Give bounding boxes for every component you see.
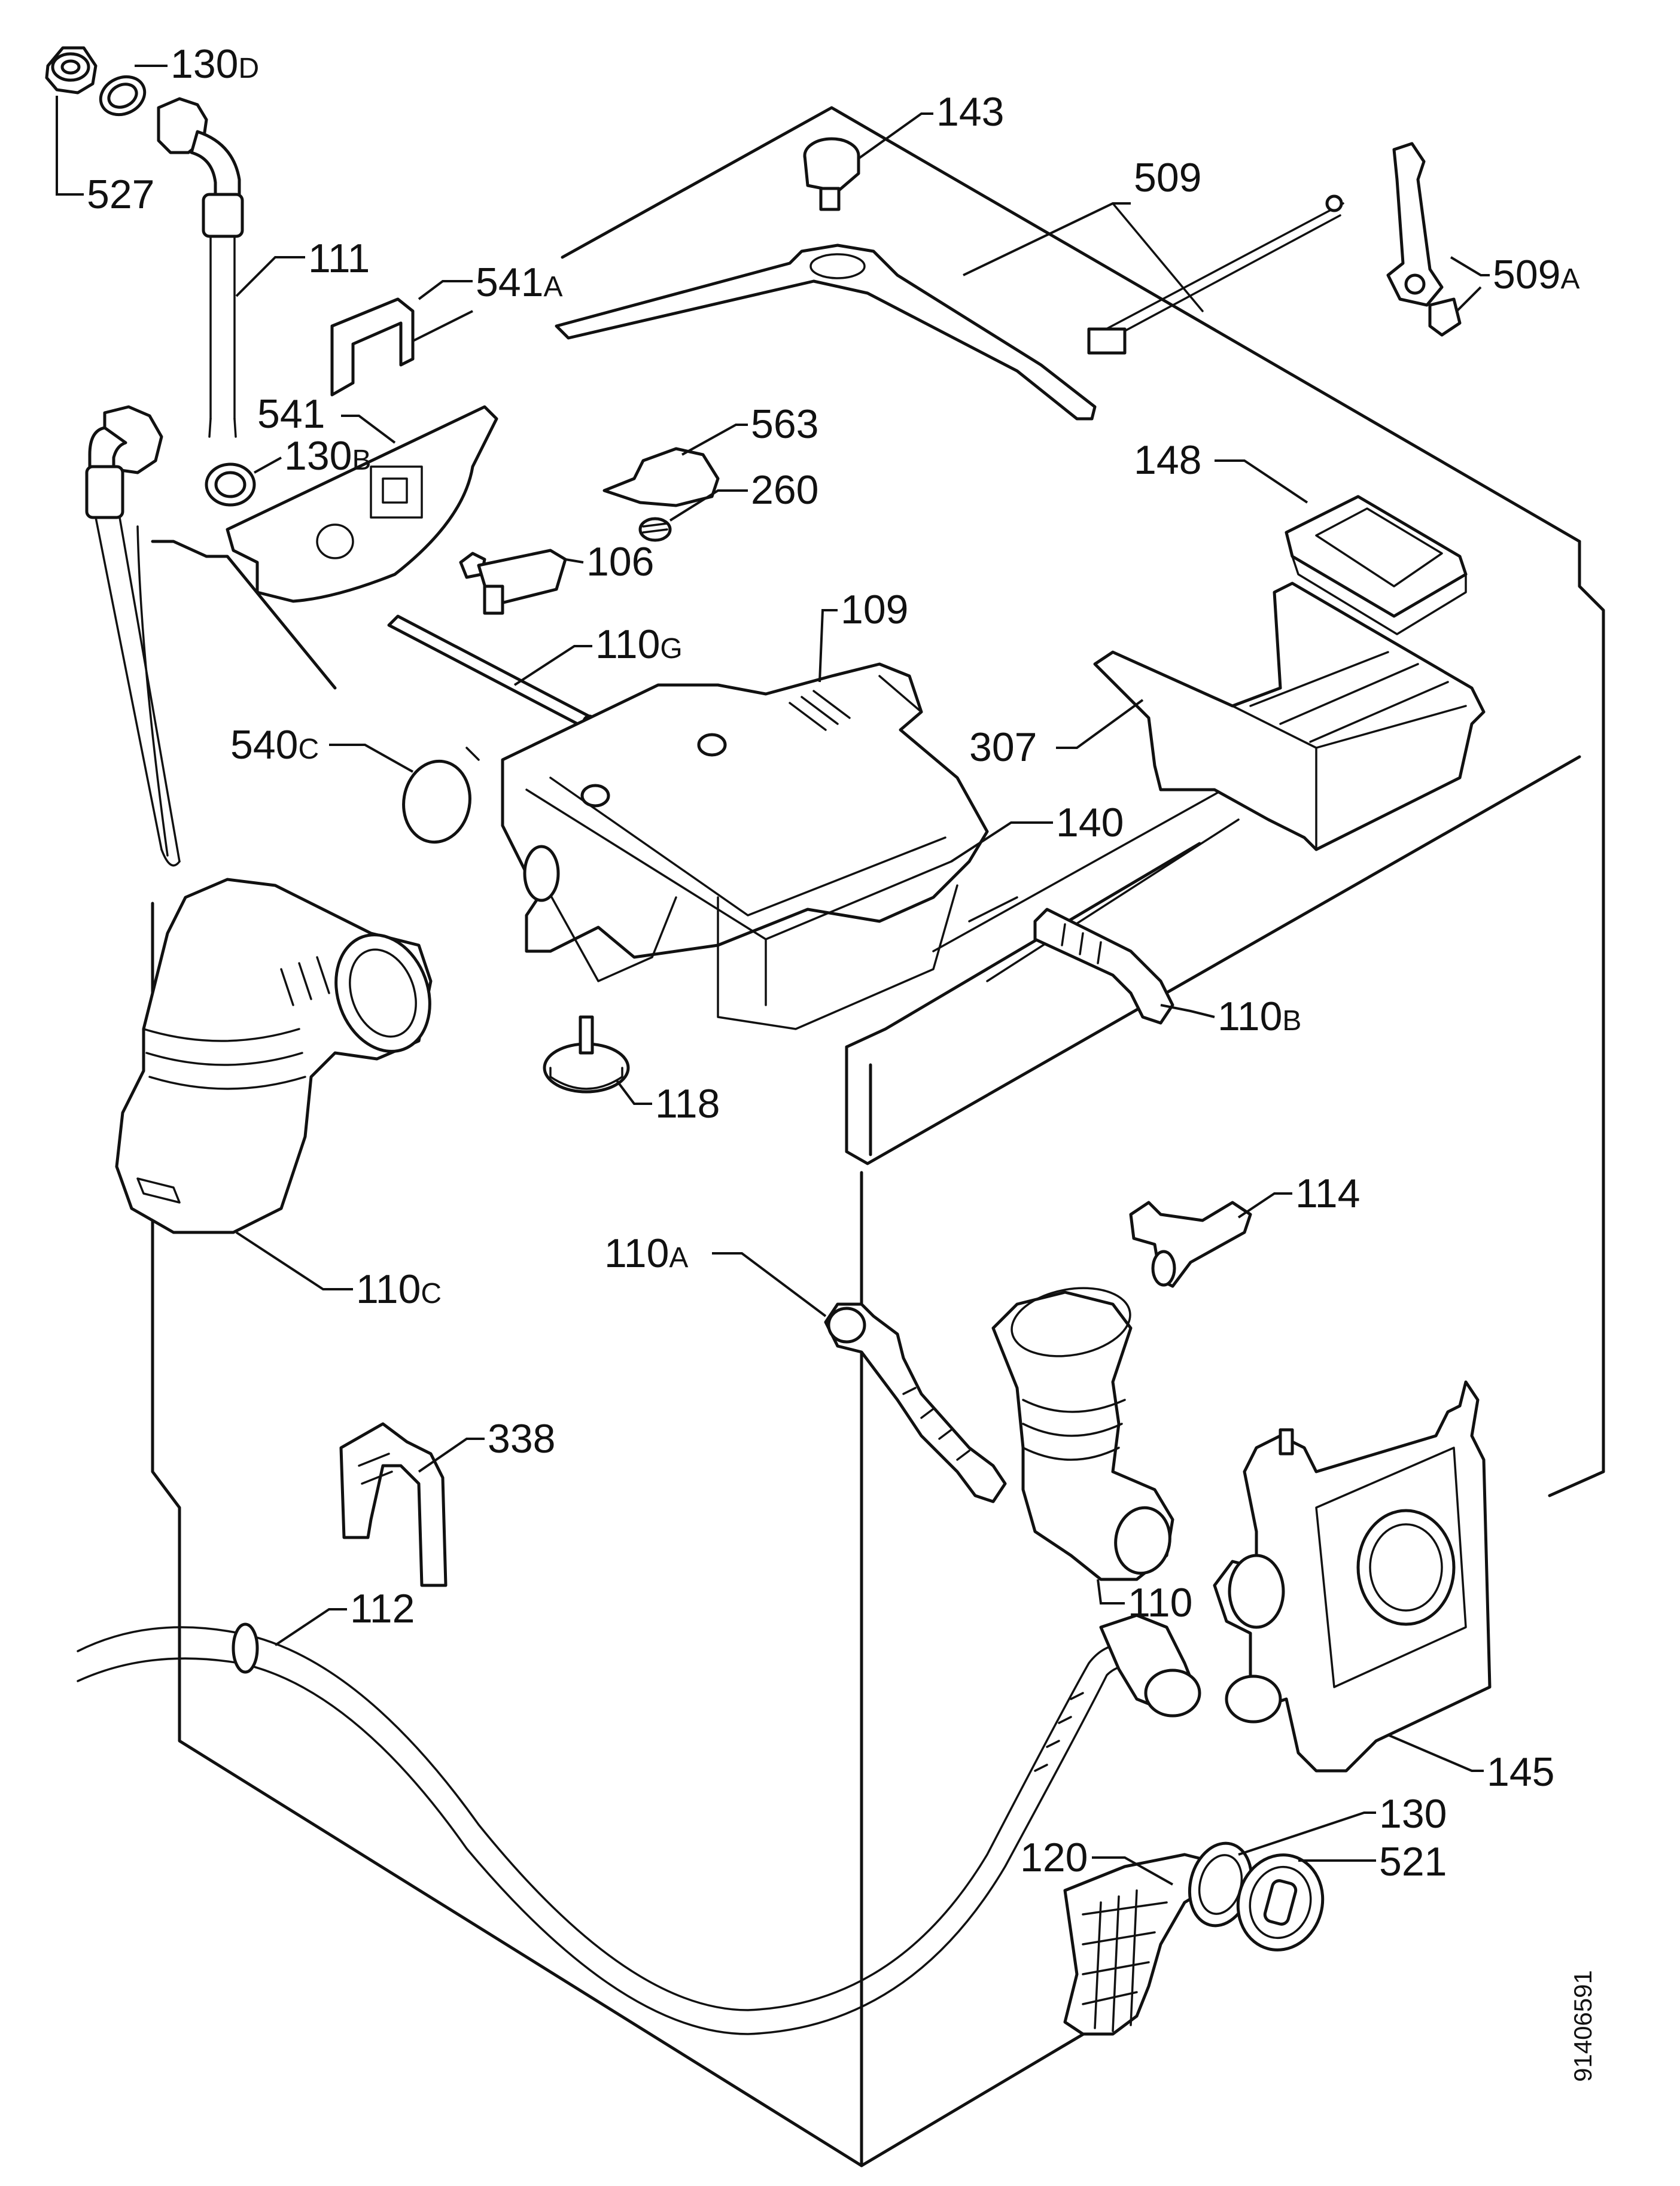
part-563-cover <box>602 447 720 507</box>
label-338: 338 <box>488 1416 555 1462</box>
label-111: 111 <box>308 236 370 281</box>
part-130d-washer <box>99 75 147 117</box>
part-509-arm <box>555 243 1097 421</box>
label-148: 148 <box>1134 437 1201 483</box>
part-110g-rod <box>387 614 597 733</box>
part-148-handle <box>1285 495 1468 635</box>
label-114: 114 <box>1295 1171 1360 1216</box>
label-540c: 540C <box>230 722 319 768</box>
label-106: 106 <box>586 539 654 584</box>
cabinet-outline <box>151 106 1605 2167</box>
part-307-drawer <box>1093 581 1486 851</box>
label-110a: 110A <box>604 1231 688 1276</box>
part-112-drain-hose <box>77 1613 1201 2035</box>
part-541a-clip <box>330 297 415 397</box>
part-111-inlet-hose <box>85 97 244 867</box>
label-120: 120 <box>1020 1835 1088 1880</box>
label-143: 143 <box>936 89 1004 135</box>
part-521-cap <box>1236 1853 1325 1951</box>
label-307: 307 <box>969 724 1037 770</box>
label-110b: 110B <box>1218 994 1301 1039</box>
part-143-knob <box>803 137 860 211</box>
part-145-pump <box>1213 1380 1492 1773</box>
label-541: 541 <box>257 391 325 437</box>
part-130b-washer <box>205 462 256 507</box>
label-109: 109 <box>841 587 908 632</box>
part-541-panel <box>226 405 498 603</box>
part-110a-hose <box>824 1302 1007 1503</box>
label-563: 563 <box>751 401 818 447</box>
label-260: 260 <box>751 467 818 513</box>
part-338-clip <box>339 1422 448 1587</box>
label-118: 118 <box>655 1081 720 1127</box>
part-110-hose <box>991 1287 1174 1581</box>
label-130d: 130D <box>171 41 259 87</box>
label-112: 112 <box>350 1586 415 1631</box>
part-106-switch <box>459 549 567 615</box>
part-140-housing <box>501 662 989 1030</box>
part-labels: 130D 527 111 541A 541 130B 143 509 509A … <box>87 41 1579 1884</box>
document-id: 91406591 <box>1569 1970 1597 2082</box>
label-521: 521 <box>1379 1839 1447 1884</box>
part-509-rod <box>1087 194 1344 355</box>
part-509a-lever <box>1386 142 1462 337</box>
label-509a: 509A <box>1493 252 1579 297</box>
part-540c-gasket <box>402 747 480 844</box>
part-118-switch <box>543 1015 630 1094</box>
label-130: 130 <box>1379 1791 1447 1837</box>
part-260-spring <box>638 517 672 542</box>
label-110g: 110G <box>595 622 683 667</box>
label-509: 509 <box>1134 155 1201 200</box>
label-130b: 130B <box>284 433 371 479</box>
label-541a: 541A <box>476 260 562 305</box>
label-527: 527 <box>87 172 154 217</box>
label-110c: 110C <box>356 1266 442 1312</box>
part-120-filter <box>1063 1853 1216 2036</box>
label-110: 110 <box>1128 1580 1192 1625</box>
part-110c-sump-hose <box>115 878 433 1234</box>
part-114-bracket <box>1129 1201 1252 1288</box>
part-527-nut <box>45 46 98 95</box>
label-140: 140 <box>1056 800 1124 845</box>
part-110b-hose <box>1033 908 1174 1025</box>
label-145: 145 <box>1487 1749 1554 1795</box>
